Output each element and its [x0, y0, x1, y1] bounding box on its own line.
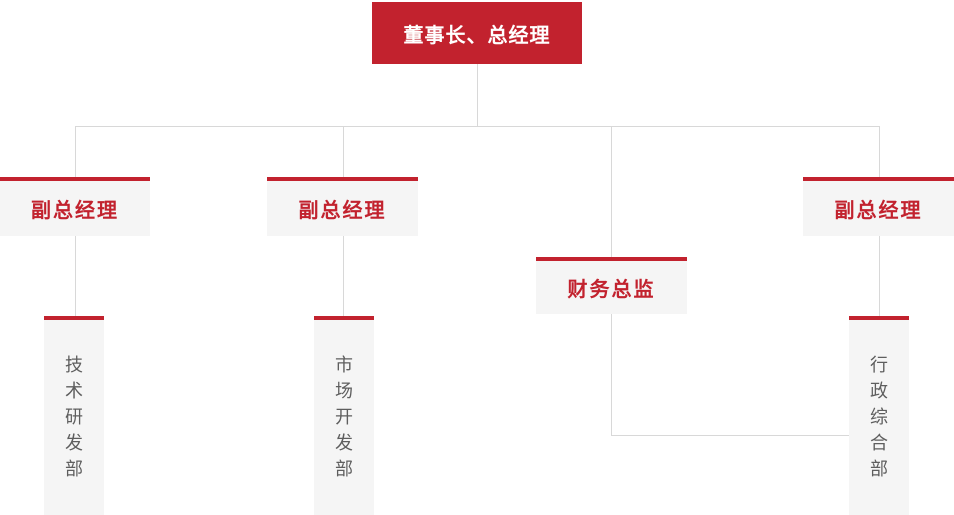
- node-chairman-label: 董事长、总经理: [403, 22, 551, 47]
- connector-finance-to-dept-admin: [611, 435, 849, 436]
- node-chairman-general-manager: 董事长、总经理: [372, 2, 582, 64]
- node-dept-tech-label: 技术研发部: [65, 354, 83, 480]
- node-finance-director: 财务总监: [536, 257, 687, 314]
- connector-root-down: [477, 64, 478, 126]
- node-deputy-general-manager-left: 副总经理: [0, 177, 150, 236]
- connector-horizontal-bus: [75, 126, 880, 127]
- node-dept-admin-general: 行政综合部: [849, 316, 909, 515]
- connector-deputy-mid-to-dept-market: [343, 236, 344, 316]
- connector-finance-down: [611, 314, 612, 435]
- node-finance-label: 财务总监: [567, 277, 656, 301]
- node-deputy-right-label: 副总经理: [834, 198, 923, 222]
- node-deputy-general-manager-right: 副总经理: [803, 177, 954, 236]
- connector-deputy-left-to-dept-tech: [75, 236, 76, 316]
- node-dept-tech-rd: 技术研发部: [44, 316, 104, 515]
- connector-drop-deputy-mid: [343, 126, 344, 177]
- node-deputy-general-manager-mid: 副总经理: [267, 177, 418, 236]
- connector-drop-deputy-left: [75, 126, 76, 177]
- node-deputy-left-label: 副总经理: [31, 198, 119, 222]
- node-dept-market-dev: 市场开发部: [314, 316, 374, 515]
- node-dept-market-label: 市场开发部: [335, 354, 353, 480]
- node-dept-admin-label: 行政综合部: [870, 354, 888, 480]
- connector-drop-deputy-right: [879, 126, 880, 177]
- connector-drop-finance: [611, 126, 612, 257]
- node-deputy-mid-label: 副总经理: [298, 198, 387, 222]
- connector-deputy-right-to-dept-admin: [879, 236, 880, 316]
